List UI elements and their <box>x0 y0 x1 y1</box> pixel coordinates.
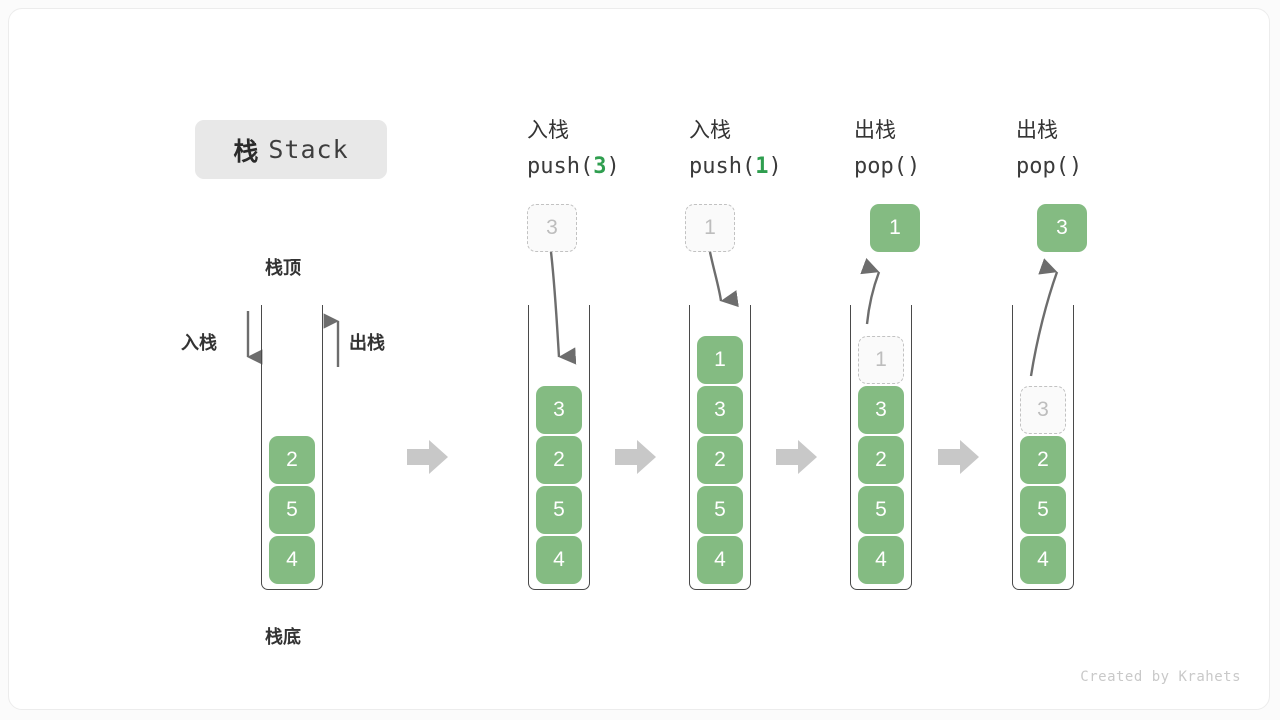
op-code-prefix: pop( <box>1016 154 1069 179</box>
stack-column-pop-1: 1 3 2 5 4 <box>850 305 912 590</box>
watermark-credit: Created by Krahets <box>1080 669 1241 685</box>
flow-arrow-icon <box>615 440 656 474</box>
op-code-suffix: ) <box>606 154 620 179</box>
floating-element-pop-3: 3 <box>1037 204 1087 252</box>
stack-cell: 1 <box>697 336 743 384</box>
diagram-card: 栈 Stack 栈顶 入栈 出栈 2 5 4 栈底 <box>8 8 1270 710</box>
op-cn: 入栈 <box>689 119 731 142</box>
op-code-suffix: ) <box>1068 154 1083 179</box>
op-label-push-3: 入栈 push(3) <box>527 113 620 185</box>
stack-cells: 2 5 4 <box>261 434 323 586</box>
stack-column-pop-3: 3 2 5 4 <box>1012 305 1074 590</box>
stack-cell: 5 <box>269 486 315 534</box>
label-push-left: 入栈 <box>181 333 217 353</box>
stack-cell: 4 <box>697 536 743 584</box>
op-label-pop-3: 出栈 pop() <box>1016 113 1082 185</box>
floating-element-push-3: 3 <box>527 204 577 252</box>
op-code-prefix: pop( <box>854 154 907 179</box>
stack-cell-ghost: 3 <box>1020 386 1066 434</box>
op-label-pop-1: 出栈 pop() <box>854 113 920 185</box>
op-code-prefix: push( <box>689 154 756 179</box>
pop-up-arrow-icon <box>323 313 340 367</box>
stack-cell-empty <box>1020 336 1066 384</box>
op-cn: 出栈 <box>854 119 896 142</box>
stack-cell: 2 <box>697 436 743 484</box>
op-label-push-1: 入栈 push(1) <box>689 113 782 185</box>
stack-cell: 4 <box>269 536 315 584</box>
stack-cell: 3 <box>858 386 904 434</box>
stack-cell: 3 <box>697 386 743 434</box>
stack-column-push-1: 1 3 2 5 4 <box>689 305 751 590</box>
title-cn: 栈 <box>233 137 260 166</box>
stack-cell: 4 <box>1020 536 1066 584</box>
pop-curve-arrow-icon <box>1029 258 1059 377</box>
op-code-arg: 1 <box>755 154 769 179</box>
stack-cells: 1 3 2 5 4 <box>850 334 912 586</box>
stack-cell: 5 <box>536 486 582 534</box>
flow-arrow-icon <box>407 440 448 474</box>
stack-cell: 2 <box>269 436 315 484</box>
stack-frame <box>528 305 590 590</box>
op-code: push(3) <box>527 149 620 185</box>
stack-cell: 2 <box>536 436 582 484</box>
stack-frame <box>261 305 323 590</box>
stack-cell: 4 <box>536 536 582 584</box>
title-badge: 栈 Stack <box>195 120 387 179</box>
push-curve-arrow-icon <box>708 251 739 308</box>
flow-arrow-icon <box>938 440 979 474</box>
floating-element-pop-1: 1 <box>870 204 920 252</box>
op-code-prefix: push( <box>527 154 594 179</box>
stack-column-push-3: 3 2 5 4 <box>528 305 590 590</box>
push-down-arrow-icon <box>246 311 263 365</box>
op-code-arg: 3 <box>593 154 607 179</box>
stack-frame <box>1012 305 1074 590</box>
stack-column-initial: 2 5 4 <box>261 305 323 590</box>
push-curve-arrow-icon <box>549 251 577 365</box>
pop-curve-arrow-icon <box>860 258 881 325</box>
stack-frame <box>689 305 751 590</box>
stack-cell: 2 <box>858 436 904 484</box>
stack-cell: 3 <box>536 386 582 434</box>
stack-cell: 4 <box>858 536 904 584</box>
op-code: push(1) <box>689 149 782 185</box>
stack-cell: 5 <box>697 486 743 534</box>
op-code-suffix: ) <box>768 154 782 179</box>
stack-frame <box>850 305 912 590</box>
stack-cell: 5 <box>858 486 904 534</box>
stack-cell-ghost: 1 <box>858 336 904 384</box>
label-stack-bottom: 栈底 <box>265 627 301 647</box>
label-pop-right: 出栈 <box>349 333 385 353</box>
stack-cell: 5 <box>1020 486 1066 534</box>
label-stack-top: 栈顶 <box>265 258 301 278</box>
op-code-suffix: ) <box>906 154 921 179</box>
stack-cells: 1 3 2 5 4 <box>689 334 751 586</box>
stack-cells: 3 2 5 4 <box>528 384 590 586</box>
op-code: pop() <box>1016 149 1082 185</box>
op-cn: 入栈 <box>527 119 569 142</box>
stack-cells: 3 2 5 4 <box>1012 334 1074 586</box>
stack-cell: 2 <box>1020 436 1066 484</box>
op-cn: 出栈 <box>1016 119 1058 142</box>
floating-element-push-1: 1 <box>685 204 735 252</box>
title-en: Stack <box>268 135 349 164</box>
flow-arrow-icon <box>776 440 817 474</box>
op-code: pop() <box>854 149 920 185</box>
